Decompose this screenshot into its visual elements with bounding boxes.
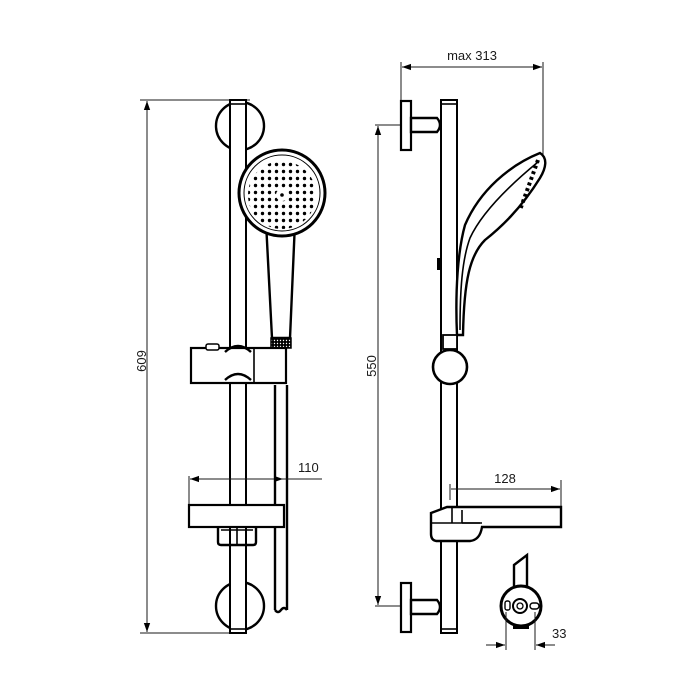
- slider-holder: [189, 343, 288, 385]
- side-hand-shower: [437, 151, 547, 337]
- dimension-max-projection: max 313: [400, 48, 544, 155]
- soap-shelf: [187, 503, 286, 547]
- side-top-bracket: [399, 99, 442, 152]
- side-view: max 313 550: [364, 48, 563, 634]
- dimension-label-max-313: max 313: [447, 48, 497, 63]
- shower-hose: [273, 385, 289, 614]
- rail-section-view: 33: [486, 552, 566, 650]
- dimension-label-550: 550: [364, 355, 379, 377]
- side-holder-ball: [431, 334, 469, 386]
- front-view: 609: [134, 99, 327, 634]
- side-soap-shelf: [429, 505, 563, 543]
- dimension-label-33: 33: [552, 626, 566, 641]
- side-bottom-bracket: [399, 581, 442, 634]
- dimension-bracket-spacing: 550: [364, 124, 400, 607]
- dimension-shelf-width: 110: [188, 460, 322, 510]
- dimension-rail-section: 33: [486, 612, 566, 650]
- hand-shower-handle: [264, 221, 297, 340]
- knurled-collar: [270, 337, 292, 349]
- dimension-label-128: 128: [494, 471, 516, 486]
- dimension-label-609: 609: [134, 350, 149, 372]
- hand-shower-head: [237, 148, 327, 238]
- dimension-shelf-depth: 128: [449, 471, 562, 512]
- dimension-label-110: 110: [298, 460, 319, 475]
